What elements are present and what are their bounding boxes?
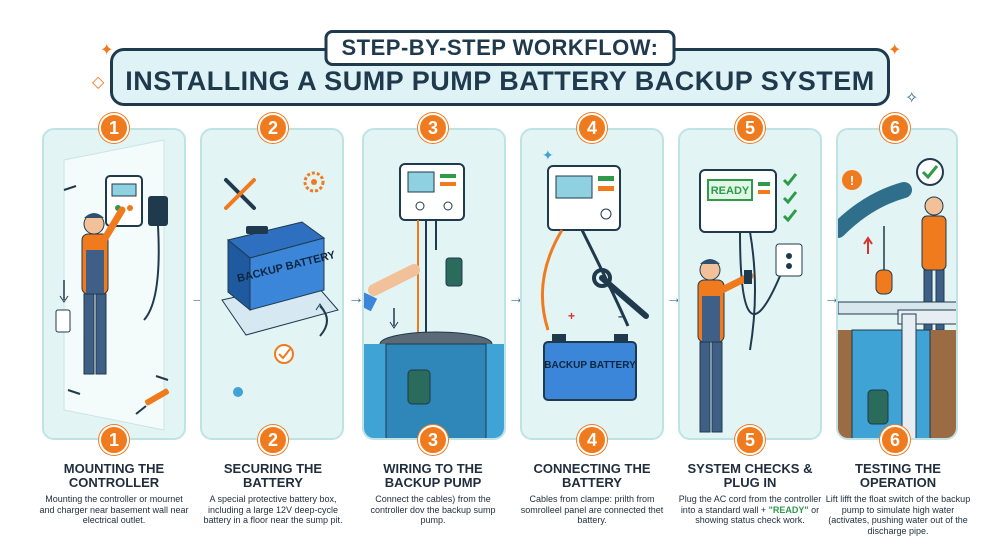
step-number-badge: 1: [99, 425, 129, 455]
step-panel-4: + – BACKUP BATTERY ✦: [520, 128, 664, 440]
step-description: Lift lifft the float switch of the backu…: [825, 494, 971, 536]
step-title: SYSTEM CHECKS & PLUG IN: [687, 461, 813, 490]
step-1-illustration: [44, 130, 184, 438]
outlet-icon: [775, 243, 803, 277]
step-number-badge: 6: [880, 113, 910, 143]
step-panel-1: [42, 128, 186, 440]
screwdriver-icon: [135, 388, 170, 415]
step-number-badge: 3: [418, 113, 448, 143]
step-title: TESTING THE OPERATION: [855, 461, 941, 490]
svg-text:+: +: [568, 309, 575, 323]
step-number-badge: 2: [258, 425, 288, 455]
sparkle-icon: ✧: [905, 90, 919, 107]
sparkle-icon: ◇: [92, 74, 105, 91]
step-description-part: Plug the AC cord from the controller int…: [678, 494, 822, 515]
step-4-illustration: + – BACKUP BATTERY ✦: [522, 130, 662, 438]
step-title: MOUNTING THE CONTROLLER: [63, 461, 165, 490]
step-6-illustration: !: [838, 130, 956, 438]
ready-screen: READY: [711, 185, 750, 197]
wrench-icon: [592, 268, 649, 319]
step-number-badge: 6: [880, 425, 910, 455]
step-number-badge: 2: [258, 113, 288, 143]
wrench-icon: [224, 178, 256, 210]
battery-label: BACKUP BATTERY: [544, 360, 636, 371]
step-description: Connect the cables) from the controller …: [370, 494, 496, 525]
step-5-illustration: READY: [680, 130, 820, 438]
step-description: Plug the AC cord from the controller int…: [675, 494, 825, 526]
step-panel-2: BACKUP BATTERY: [200, 128, 344, 440]
svg-text:✦: ✦: [542, 147, 554, 163]
arrow-right-icon: →: [348, 290, 364, 307]
step-number-badge: 1: [99, 113, 129, 143]
ready-highlight: "READY": [768, 504, 809, 515]
sparkle-icon: ✦: [100, 42, 114, 59]
step-title: SECURING THE BATTERY: [223, 461, 323, 490]
step-3-illustration: [364, 130, 504, 438]
float-switch-icon: [875, 269, 893, 295]
step-panel-5: READY: [678, 128, 822, 440]
gear-icon: [303, 171, 325, 193]
svg-text:!: !: [850, 173, 854, 188]
step-number-badge: 5: [735, 113, 765, 143]
step-number-badge: 4: [577, 113, 607, 143]
step-description-part: or showing status check work.: [695, 504, 820, 526]
sparkle-icon: ✦: [888, 42, 902, 59]
step-panel-3: [362, 128, 506, 440]
title-subheading: STEP-BY-STEP WORKFLOW:: [324, 30, 676, 66]
step-number-badge: 4: [577, 425, 607, 455]
step-description: A special protective battery box, includ…: [203, 494, 343, 525]
check-icon: [274, 344, 294, 364]
plug-icon: [744, 270, 752, 284]
step-description: Cables from clampe: prilth from somrolle…: [520, 494, 664, 525]
step-number-badge: 5: [735, 425, 765, 455]
step-description: Mounting the controller or mournet and c…: [39, 494, 189, 525]
step-title: CONNECTING THE BATTERY: [533, 461, 651, 490]
page-title: INSTALLING A SUMP PUMP BATTERY BACKUP SY…: [110, 48, 890, 106]
step-number-badge: 3: [418, 425, 448, 455]
svg-text:–: –: [618, 309, 625, 323]
step-panel-6: !: [836, 128, 958, 440]
step-2-illustration: BACKUP BATTERY: [202, 130, 342, 438]
check-icon: [782, 173, 798, 223]
title-banner: STEP-BY-STEP WORKFLOW: INSTALLING A SUMP…: [110, 30, 890, 110]
step-title: WIRING TO THE BACKUP PUMP: [383, 461, 483, 490]
